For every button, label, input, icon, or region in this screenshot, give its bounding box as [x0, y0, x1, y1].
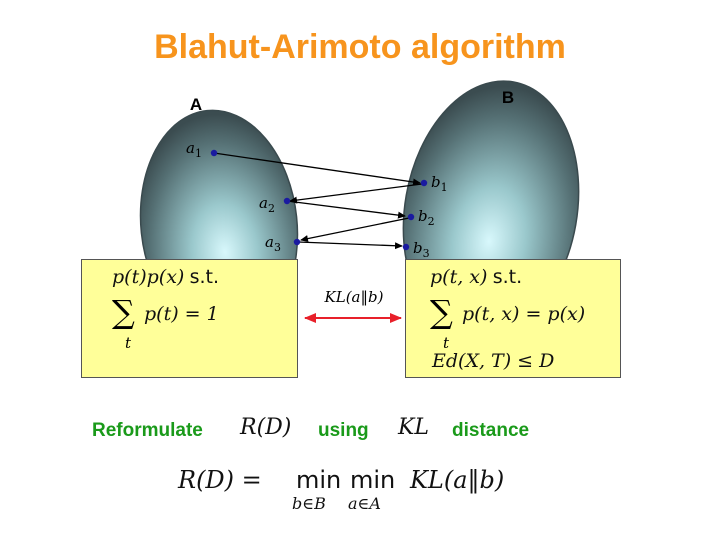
- point-a3: [293, 238, 301, 246]
- arrow-a2-b2: [286, 200, 406, 219]
- using-word: using: [318, 420, 369, 441]
- arrow-a1-b1: [213, 152, 421, 186]
- left-box-line2: p(t) = 1: [144, 303, 219, 325]
- kl-label: KL(a‖b): [324, 288, 384, 306]
- equation-lhs: R(D) =: [178, 466, 262, 494]
- point-b2: [407, 213, 415, 221]
- left-constraint-box: p(t)p(x) s.t. ∑ t p(t) = 1: [81, 259, 298, 378]
- set-a-label: A: [190, 95, 202, 114]
- page-title: Blahut-Arimoto algorithm: [154, 28, 566, 66]
- point-b1: [420, 179, 428, 187]
- equation-min-2: min: [350, 466, 396, 494]
- set-b-label: B: [502, 88, 514, 107]
- label-a3: a3: [265, 233, 281, 254]
- point-a1: [210, 149, 218, 157]
- label-b3: b3: [413, 239, 430, 260]
- arrow-b1-a2: [289, 183, 423, 204]
- equation-min-1-sub: b∈B: [292, 494, 326, 513]
- equation-rhs: KL(a‖b): [410, 466, 505, 494]
- arrow-b2-a3: [300, 217, 410, 243]
- label-b1: b1: [431, 173, 448, 194]
- left-sum-symbol: ∑: [112, 293, 135, 331]
- label-a2: a2: [259, 194, 275, 215]
- equation-min-2-sub: a∈A: [348, 494, 381, 513]
- label-b2: b2: [418, 207, 435, 228]
- reformulate-kl-math: KL: [398, 415, 430, 440]
- right-sum-symbol: ∑: [430, 293, 453, 331]
- right-constraint-box: p(t, x) s.t. ∑ t p(t, x) = p(x) Ed(X, T)…: [405, 259, 621, 378]
- arrow-a3-b3: [297, 241, 403, 250]
- right-sum-subscript: t: [443, 334, 450, 352]
- reformulate-rd-math: R(D): [240, 415, 292, 440]
- point-a2: [283, 197, 291, 205]
- left-box-line1: p(t)p(x) s.t.: [112, 266, 220, 288]
- label-a1: a1: [186, 139, 202, 160]
- equation-min-1: min: [296, 466, 342, 494]
- reformulate-word: Reformulate: [92, 420, 203, 441]
- right-box-line3: Ed(X, T) ≤ D: [432, 350, 555, 372]
- right-box-line1: p(t, x) s.t.: [430, 266, 523, 288]
- distance-word: distance: [452, 420, 530, 441]
- right-box-line2: p(t, x) = p(x): [462, 303, 586, 325]
- left-sum-subscript: t: [125, 334, 132, 352]
- point-b3: [402, 243, 410, 251]
